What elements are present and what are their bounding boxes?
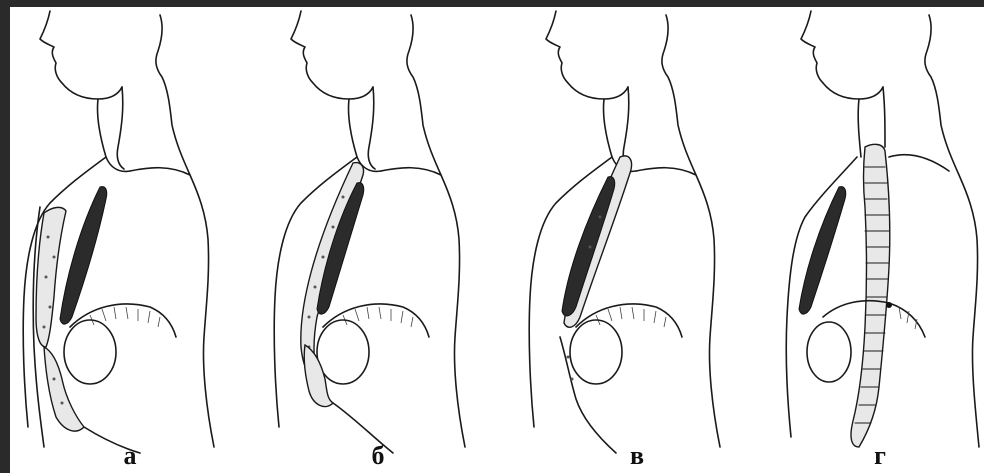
panel-c: в [496, 7, 739, 473]
panel-b-drawing [253, 7, 496, 473]
panel-a-drawing [10, 7, 253, 473]
panel-a: а [10, 7, 253, 473]
panel-b: б [253, 7, 496, 473]
panel-d-drawing [739, 7, 984, 473]
panel-c-drawing [496, 7, 739, 473]
panel-a-label: а [115, 443, 145, 469]
panel-d-label: г [865, 443, 895, 469]
panel-d: г [739, 7, 982, 473]
panel-c-label: в [622, 443, 652, 469]
panel-b-label: б [363, 443, 393, 469]
illustration-canvas: а б [10, 7, 984, 473]
